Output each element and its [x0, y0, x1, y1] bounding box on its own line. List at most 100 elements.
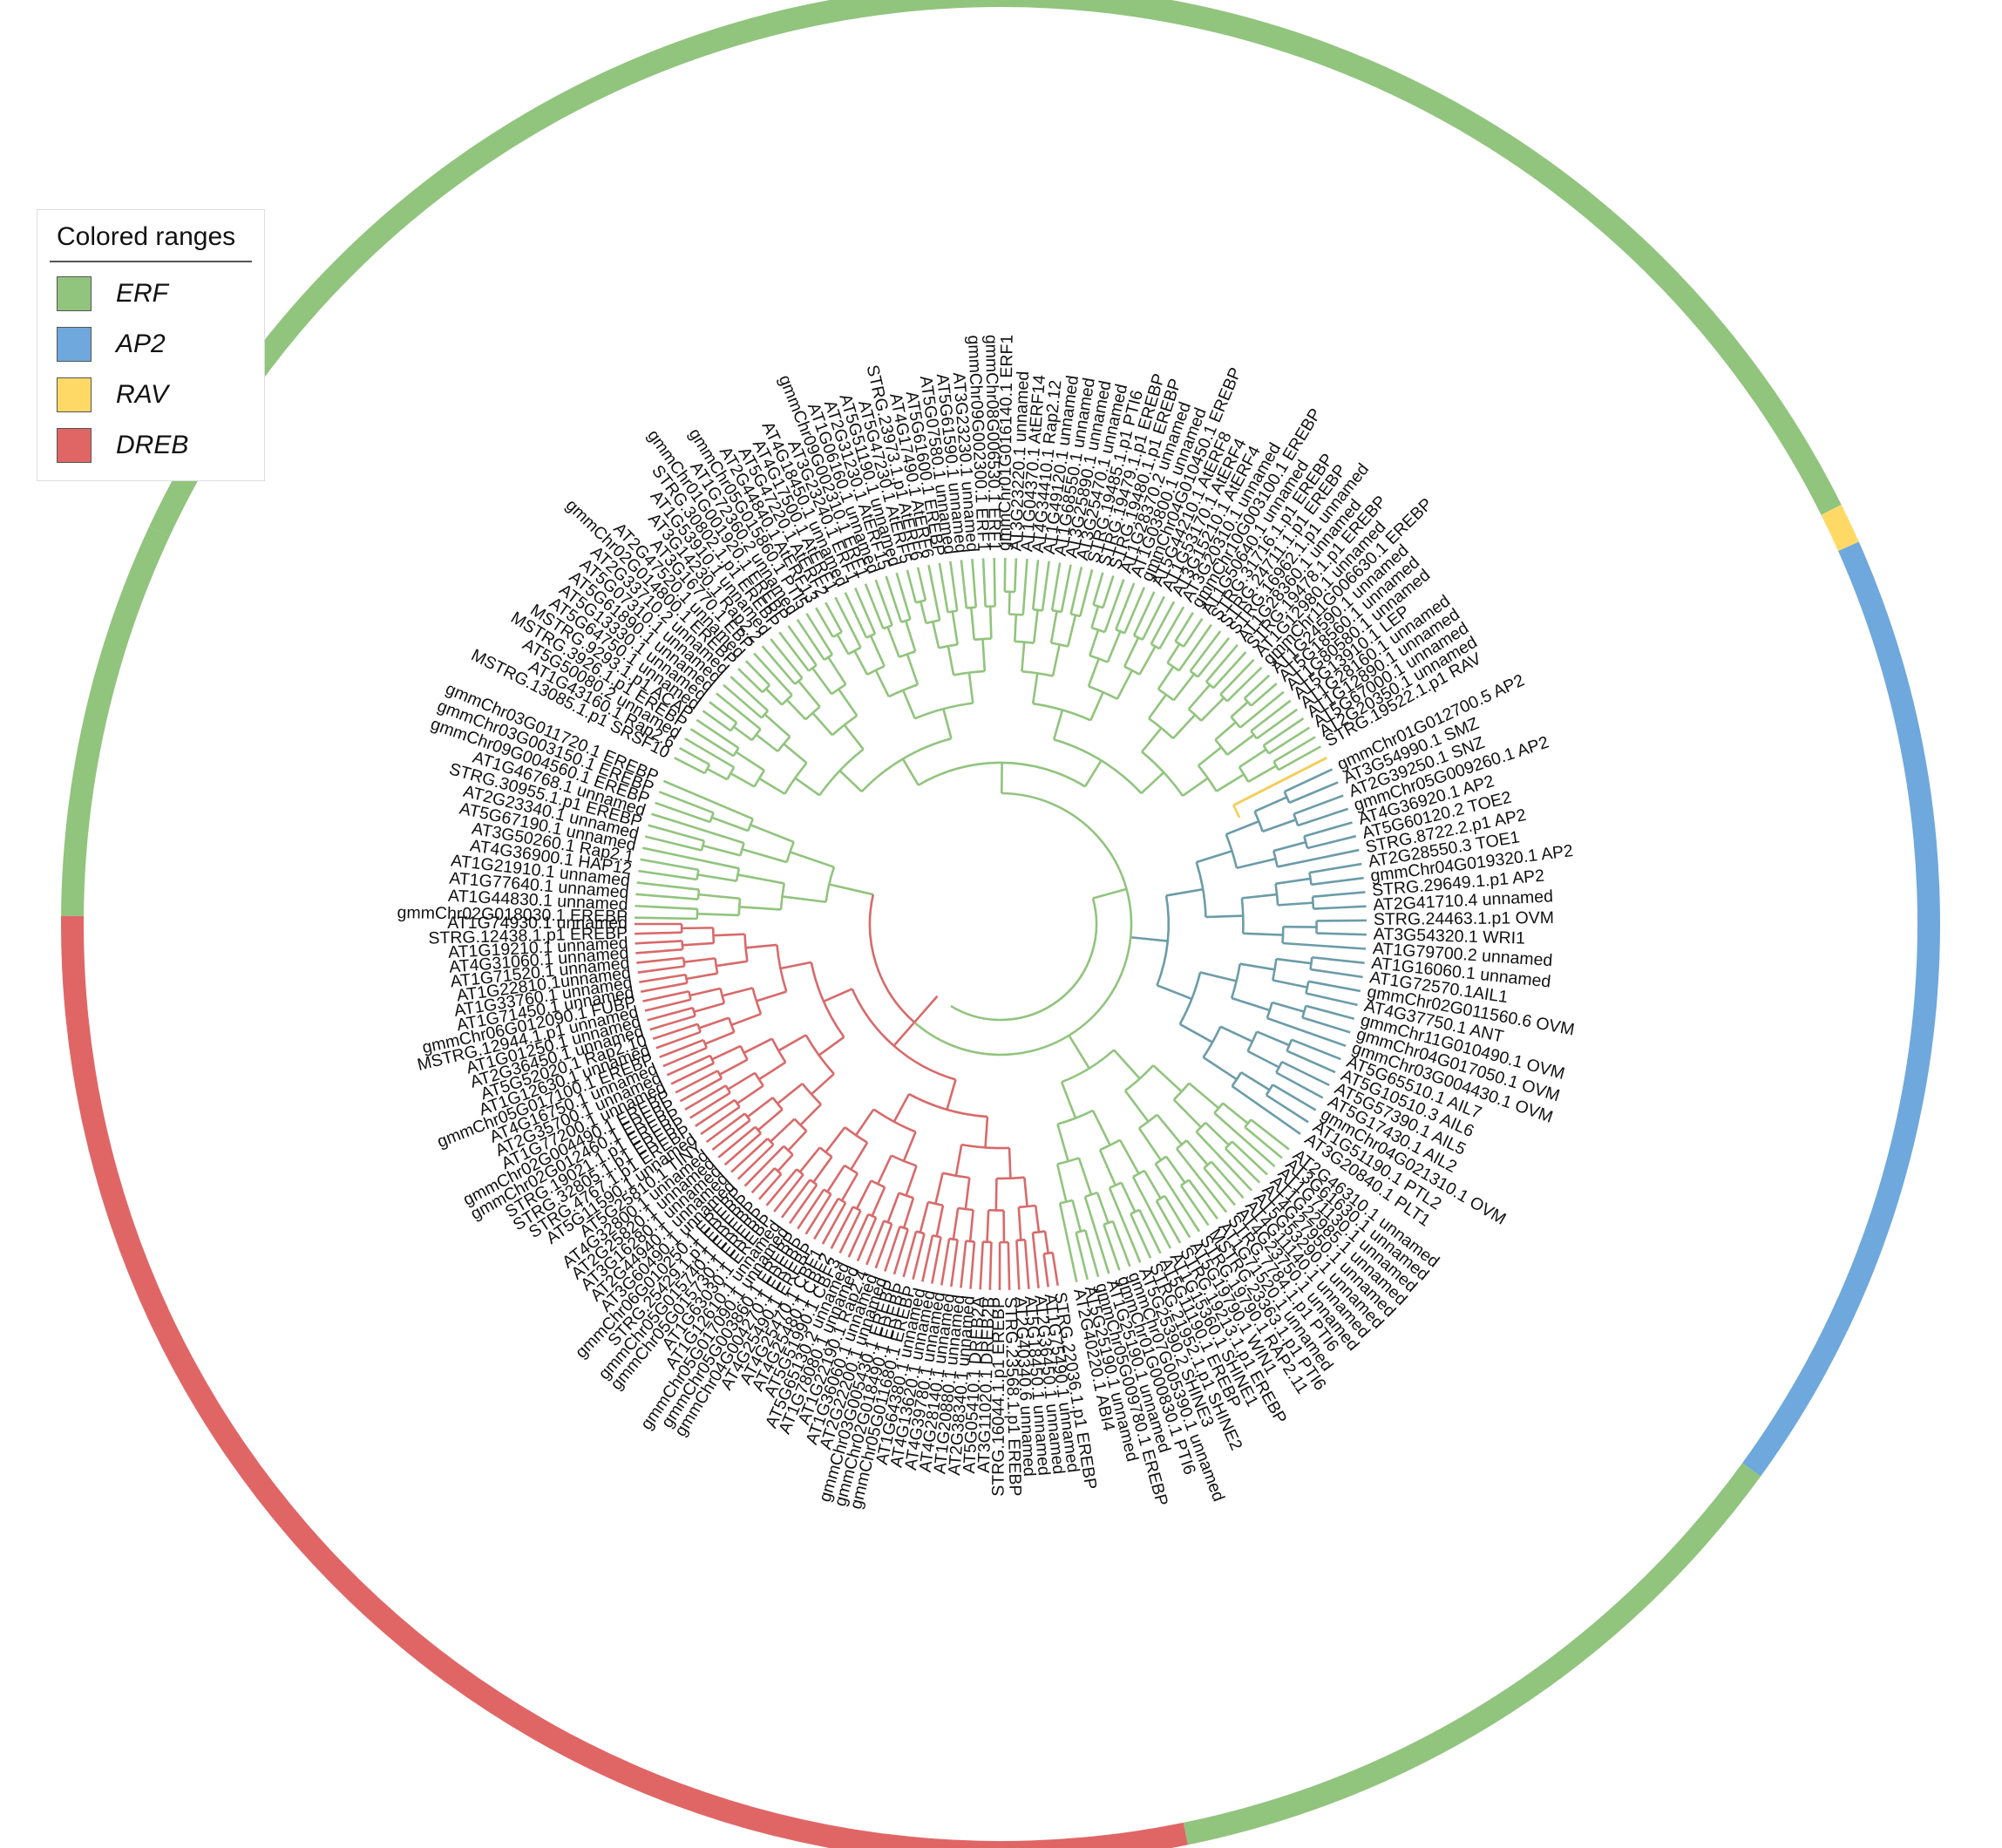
- tree-branch: [866, 664, 886, 676]
- tree-branch: [799, 1103, 822, 1126]
- tree-branch: [1243, 674, 1271, 699]
- tree-branch: [1216, 773, 1245, 792]
- tree-branch: [1316, 932, 1367, 936]
- tree-branch: [777, 1034, 807, 1052]
- tree-branch: [971, 559, 978, 608]
- legend-label-ap2: AP2: [116, 330, 166, 358]
- tree-branch: [838, 688, 858, 717]
- tree-branch: [1187, 683, 1211, 710]
- tree-branch: [1109, 1181, 1123, 1189]
- tree-branch: [838, 1210, 862, 1254]
- tree-branch: [952, 1207, 960, 1240]
- tree-branch: [1247, 764, 1277, 783]
- tree-branches: [635, 558, 1367, 1291]
- tree-branch: [1310, 968, 1363, 979]
- tree-branch: [1083, 759, 1103, 788]
- tree-branch: [638, 869, 697, 881]
- tree-branch: [647, 1006, 694, 1022]
- tree-branch: [704, 1030, 735, 1045]
- tree-branch: [1250, 699, 1292, 732]
- tree-branch: [1034, 1205, 1041, 1233]
- tree-branch: [805, 613, 834, 656]
- tree-branch: [1123, 587, 1146, 634]
- tree-branch: [954, 1144, 963, 1177]
- tree-branch: [716, 692, 762, 730]
- tree-branch: [756, 990, 787, 1002]
- tree-branch: [843, 724, 865, 751]
- tree-branch: [1203, 1167, 1236, 1206]
- tree-branch: [1250, 1118, 1290, 1151]
- colored-range-ring: [61, 0, 1941, 1848]
- tree-branch: [658, 791, 715, 814]
- tree-branch: [1133, 634, 1144, 642]
- tree-branch: [1239, 748, 1267, 769]
- tree-branch: [892, 1093, 911, 1123]
- legend-item-ap2: AP2: [57, 325, 252, 363]
- tree-branch: [1236, 857, 1276, 870]
- tree-branch: [1293, 813, 1300, 826]
- tree-branch: [1102, 575, 1115, 608]
- tree-branch: [1166, 643, 1181, 664]
- tree-branch: [1052, 710, 1064, 740]
- tree-branch: [730, 1138, 769, 1173]
- tree-branch: [777, 1153, 794, 1172]
- tree-branch: [696, 889, 701, 900]
- tree-branch: [649, 1015, 696, 1031]
- tree-branch: [1157, 666, 1175, 690]
- tree-branch: [969, 607, 976, 640]
- tree-branch: [781, 1179, 811, 1219]
- tree-branch: [706, 767, 729, 781]
- tree-branch: [655, 1030, 702, 1050]
- tree-branch: [808, 664, 818, 672]
- tree-branch: [940, 1238, 951, 1286]
- tree-branch: [1155, 1199, 1182, 1244]
- tree-branch: [1202, 1056, 1238, 1081]
- tree-branch: [1068, 1035, 1090, 1070]
- tree-branch: [904, 620, 917, 652]
- tree-branch: [1305, 1004, 1355, 1020]
- tree-branch: [1230, 963, 1241, 999]
- tree-branch: [736, 1084, 764, 1104]
- tree-branch: [882, 624, 893, 630]
- tree-branch: [1164, 1195, 1191, 1239]
- tree-branch: [854, 1108, 875, 1137]
- tree-branch: [874, 579, 893, 626]
- tree-branch: [783, 743, 808, 764]
- tree-branch: [1231, 996, 1271, 1012]
- tree-branch: [947, 645, 955, 676]
- legend-swatch-dreb: [57, 428, 92, 463]
- tree-branch: [1268, 726, 1311, 755]
- tree-branch: [830, 1206, 854, 1249]
- tree-branch: [1051, 644, 1061, 676]
- tree-branch: [994, 1178, 998, 1211]
- tree-branch: [915, 1230, 925, 1235]
- tree-branch: [1297, 807, 1349, 827]
- tree-branch: [770, 1118, 796, 1143]
- tree-branch: [1309, 862, 1362, 874]
- tree-branch: [1311, 876, 1364, 887]
- tree-branch: [1089, 691, 1104, 721]
- tree-branch: [636, 881, 700, 891]
- tree-branch: [1281, 1060, 1330, 1087]
- tree-branch: [825, 1126, 846, 1153]
- tree-branch: [860, 737, 952, 793]
- tree-branch: [770, 1037, 787, 1063]
- legend-label-rav: RAV: [116, 380, 169, 409]
- tree-branch: [635, 916, 697, 921]
- tree-branch: [781, 694, 793, 706]
- tree-branch: [840, 1172, 859, 1202]
- tree-branch: [1256, 708, 1299, 740]
- tree-branch: [1130, 1208, 1140, 1215]
- tree-branch: [1284, 768, 1334, 793]
- tree-branch: [1042, 1254, 1049, 1287]
- tree-branch: [811, 667, 833, 695]
- tree-branch: [1079, 569, 1094, 617]
- tree-branch: [1275, 1061, 1283, 1074]
- tree-branch: [1266, 1016, 1347, 1048]
- tree-branch: [1174, 640, 1184, 648]
- tree-branch: [747, 818, 755, 832]
- tree-branch: [826, 1165, 846, 1192]
- tree-branch: [984, 1116, 989, 1148]
- tree-branch: [1123, 665, 1141, 676]
- tree-branch: [1103, 1224, 1121, 1271]
